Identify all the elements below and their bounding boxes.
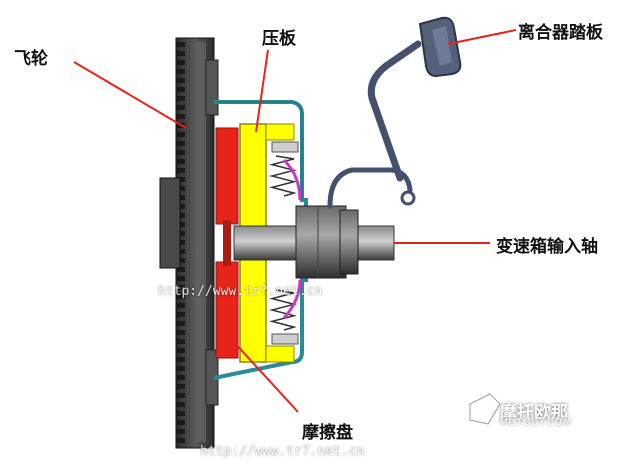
pointer-lines (73, 29, 517, 413)
pointer-flywheel (73, 61, 187, 129)
bolt-top (271, 141, 299, 153)
bolt-bottom (271, 333, 299, 345)
flywheel-tooth (176, 51, 185, 56)
clutch-pedal (327, 16, 462, 209)
flywheel-tooth (176, 402, 185, 407)
watermark-url-bottom: http://www.tr?.net.cn (200, 444, 365, 459)
pointer-pressure-plate (255, 49, 269, 133)
flywheel-tooth (176, 168, 185, 173)
flywheel-tooth (176, 141, 185, 146)
flywheel-tooth (176, 393, 185, 398)
flywheel-tooth (176, 60, 185, 65)
flywheel-tooth (176, 42, 185, 47)
diaphragm-finger-top (282, 158, 302, 201)
flywheel-tooth (176, 303, 185, 308)
flywheel-tooth (176, 321, 185, 326)
label-clutch-pedal: 离合器踏板 (518, 23, 603, 43)
label-pressure-plate: 压板 (262, 29, 296, 49)
flywheel-tooth (176, 312, 185, 317)
flywheel-tooth (176, 384, 185, 389)
flywheel-tooth (176, 348, 185, 353)
label-gearbox-input-shaft: 变速箱输入轴 (496, 237, 598, 257)
flywheel-tooth (176, 411, 185, 416)
pressure-spring (269, 155, 297, 197)
brand-logo-mark (468, 392, 502, 426)
flywheel-tooth (176, 375, 185, 380)
diaphragm-finger-bottom (282, 279, 302, 319)
pointer-clutch-pedal (447, 29, 517, 45)
watermark-url-middle: http://www.tr?.net.cn (158, 284, 323, 299)
flywheel-tooth (176, 132, 185, 137)
label-friction-disc: 摩擦盘 (302, 423, 353, 443)
flywheel-tooth (176, 339, 185, 344)
flywheel-tooth (176, 276, 185, 281)
flywheel-tooth (176, 420, 185, 425)
flywheel-tooth (176, 438, 185, 443)
flywheel-tooth (176, 69, 185, 74)
pressure-spring (269, 289, 297, 331)
flywheel-tooth (176, 330, 185, 335)
watermark-brand-en: MOTOOY.COM (500, 418, 572, 428)
flywheel-tooth (176, 96, 185, 101)
flywheel-tooth (176, 150, 185, 155)
friction-disc (215, 127, 239, 359)
flywheel-tooth (176, 267, 185, 272)
pointer-friction-disc (231, 339, 299, 413)
flywheel-tooth (176, 429, 185, 434)
flywheel (159, 37, 219, 449)
flywheel-tooth (176, 159, 185, 164)
release-bearing (295, 205, 347, 279)
flywheel-tooth (176, 366, 185, 371)
flywheel-tooth (176, 78, 185, 83)
gearbox-input-shaft (233, 205, 395, 279)
flywheel-tooth (176, 105, 185, 110)
flywheel-tooth (176, 87, 185, 92)
flywheel-tooth (176, 357, 185, 362)
watermark-brand-cn: 摩托欧那 (500, 403, 568, 423)
flywheel-tooth (176, 294, 185, 299)
flywheel-tooth (176, 285, 185, 290)
label-flywheel: 飞轮 (14, 49, 48, 69)
flywheel-tooth (176, 114, 185, 119)
flywheel-hub (159, 177, 181, 269)
